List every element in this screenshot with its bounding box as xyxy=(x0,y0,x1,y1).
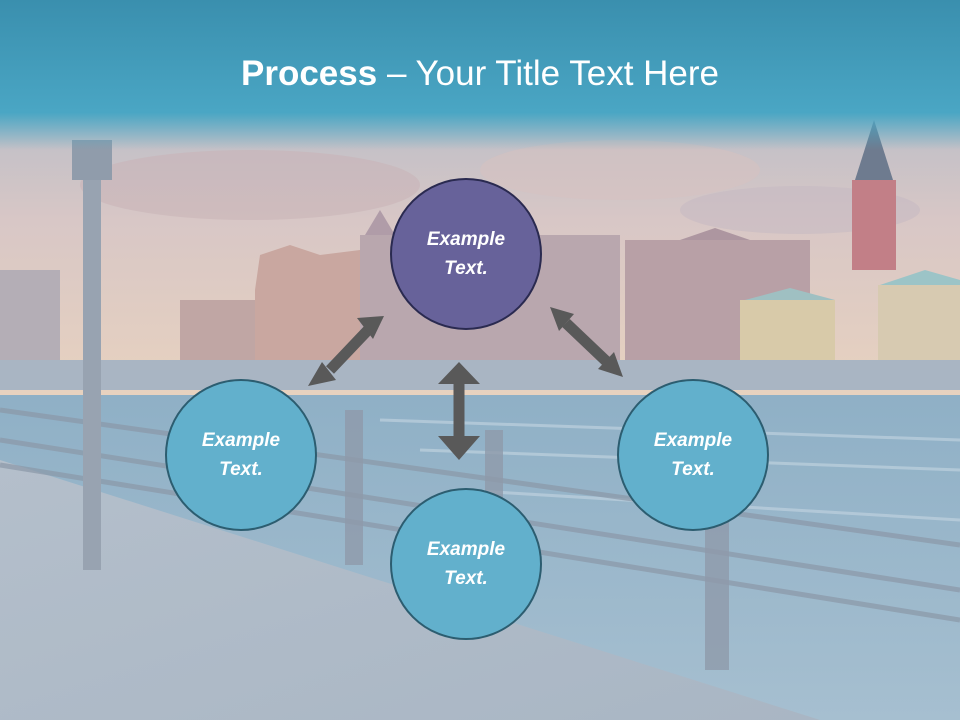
node-label-right: Example Text. xyxy=(653,430,733,480)
node-label-bottom: Example Text. xyxy=(426,539,506,589)
arrow-vertical xyxy=(438,362,480,460)
node-label-top: Example Text. xyxy=(426,229,506,279)
process-node-bottom[interactable]: Example Text. xyxy=(390,488,542,640)
process-node-right[interactable]: Example Text. xyxy=(617,379,769,531)
arrow-top-left xyxy=(308,316,384,386)
arrow-top-right xyxy=(550,307,623,377)
title-rest: – Your Title Text Here xyxy=(377,54,719,93)
slide-title: Process – Your Title Text Here xyxy=(0,52,960,96)
process-node-left[interactable]: Example Text. xyxy=(165,379,317,531)
title-bold: Process xyxy=(241,54,378,93)
node-label-left: Example Text. xyxy=(201,430,281,480)
process-node-top[interactable]: Example Text. xyxy=(390,178,542,330)
